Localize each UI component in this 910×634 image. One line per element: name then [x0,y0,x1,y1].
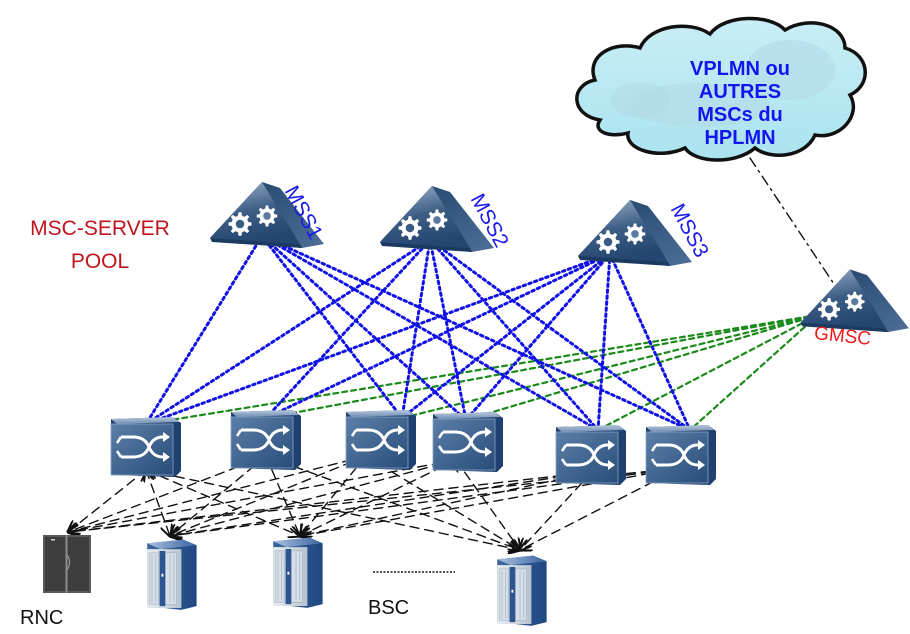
mss-mgw-link [260,234,468,422]
mss-mgw-link [428,238,692,432]
mgw-access-link [170,460,456,536]
cloud-puff [745,40,835,100]
cloud-label: VPLMN ou AUTRES MSCs du HPLMN [650,58,830,150]
mgw-access-link [170,472,592,536]
gmsc-cloud-link [749,157,839,291]
mss-mgw-link [144,234,264,426]
pool-label-line: POOL [70,250,130,273]
rnc-cabinet-icon [43,535,91,593]
mss-mgw-link [428,238,468,422]
mgw-access-link [456,460,520,550]
mss-mgw-link [260,234,404,420]
mss-mgw-link [608,252,692,432]
mgw4-media-gateway-icon [431,410,505,474]
cloud-puff [610,82,670,118]
cloud-label-line: AUTRES [698,81,782,103]
mss-mgw-link [260,234,692,432]
gmsc-mgw-link [400,313,820,420]
mgw-access-link [146,470,170,536]
mss-mgw-link [596,252,612,432]
mgw6-media-gateway-icon [644,423,718,487]
mss-mgw-link [144,252,612,426]
pool-label: MSC-SERVER POOL [2,212,198,278]
mss-mgw-link [144,238,432,426]
mgw2-media-gateway-icon [229,408,303,472]
nodes-layer [43,182,909,627]
mss-mgw-link [428,238,600,432]
mss-mgw-link [264,252,612,420]
bsc-label: BSC [368,597,410,619]
rnc-label: RNC [20,607,64,629]
bsc2-cabinet-icon [272,537,324,609]
mss-mgw-link [264,238,432,420]
mss-mgw-link [400,252,612,420]
bsc1-cabinet-icon [146,539,198,611]
cloud [575,16,867,162]
links-layer [68,157,839,550]
cloud-label-line: VPLMN ou [690,58,790,80]
gmsc-mgw-link [688,313,820,432]
mgw1-media-gateway-icon [109,415,183,479]
bsc3-cabinet-icon [496,555,548,627]
mss-mgw-link [400,238,432,420]
gmsc-mgw-link [464,313,820,422]
mss-mgw-link [260,234,600,432]
mgw3-media-gateway-icon [344,408,418,472]
mgw-access-link [68,470,146,532]
mgw-access-link [300,472,592,536]
pool-label-line: MSC-SERVER [30,217,170,240]
mgw5-media-gateway-icon [554,423,628,487]
gmsc-mgw-link [596,313,820,432]
cloud-label-line: MSCs du [697,104,783,126]
mgw-access-link [146,470,300,536]
cloud-label-line: HPLMN [704,127,776,149]
mss-mgw-link [464,252,612,422]
gmsc-mgw-link [144,313,820,426]
